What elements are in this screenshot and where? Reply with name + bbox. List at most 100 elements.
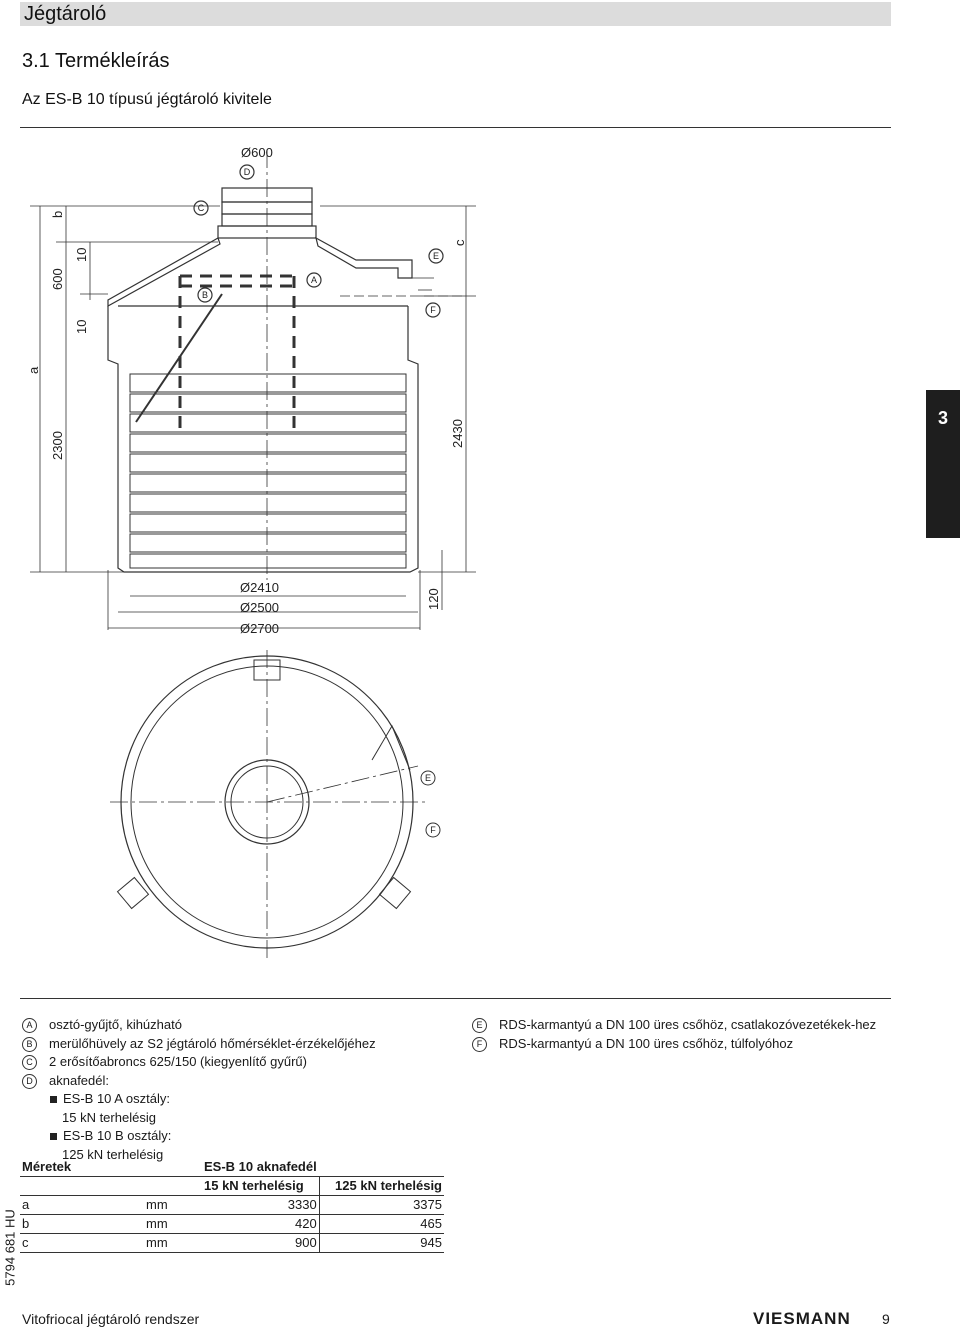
row-name: a [22,1197,30,1212]
divider-legend [20,998,891,999]
plan-callout-e: E [425,773,431,783]
plan-callout-f: F [430,825,436,835]
callout-d: D [244,167,251,177]
callout-b: B [202,290,208,300]
legend-text: RDS-karmantyú a DN 100 üres csőhöz, túlf… [499,1035,794,1051]
legend-text: aknafedél: [49,1072,109,1088]
legend-item-c: C 2 erősítőabroncs 625/150 (kiegyenlítő … [22,1053,462,1072]
divider-top [20,127,891,128]
row-value-2: 465 [420,1216,442,1231]
row-unit: mm [146,1197,168,1212]
plan-view [110,650,441,960]
legend-text: 2 erősítőabroncs 625/150 (kiegyenlítő gy… [49,1054,307,1069]
callout-a: A [311,275,317,285]
drawing-labels: Ø600 Ø2410 Ø2500 Ø2700 2300 2430 600 10 … [26,145,467,636]
table-row: a mm 3330 3375 [20,1195,444,1215]
legend-item-b: B merülőhüvely az S2 jégtároló hőmérsékl… [22,1035,462,1054]
col-dim-header: Méretek [22,1159,72,1174]
plan-lug-top [253,659,281,681]
row-value-1: 420 [198,1214,320,1234]
table-subheader-row: 15 kN terhelésig 125 kN terhelésig [20,1176,444,1196]
row-value-2: 3375 [413,1197,442,1212]
table-header-row: Méretek ES-B 10 aknafedél [20,1158,444,1177]
legend-sub-label: ES-B 10 A osztály: [63,1091,170,1106]
legend-left: A osztó-gyűjtő, kihúzható B merülőhüvely… [22,1016,462,1164]
dim-10-top: 10 [74,248,89,262]
plan-callouts: E F [425,773,436,835]
plan-outlet-e [371,724,411,771]
dimension-lines [30,205,476,630]
page-header-title: Jégtároló [24,3,107,25]
dim-2430: 2430 [450,419,465,448]
row-value-1: 3330 [198,1195,320,1215]
sensor-sleeve [135,293,223,423]
legend-sub-detail: 15 kN terhelésig [62,1109,156,1125]
col-group-header: ES-B 10 aknafedél [204,1159,317,1174]
callout-f: F [430,305,436,315]
plan-lug-right [378,876,412,910]
brand-logo: VIESMANN [753,1309,851,1328]
row-unit: mm [146,1216,168,1231]
dim-120: 120 [426,588,441,610]
legend-letter: B [22,1036,37,1052]
callout-letters: C D B A E F [198,167,439,315]
section-subtitle: Az ES-B 10 típusú jégtároló kivitele [22,91,272,108]
col2-header: 125 kN terhelésig [319,1176,444,1196]
dim-d2700: Ø2700 [240,621,279,636]
legend-sub-detail: 125 kN terhelésig [62,1146,164,1162]
legend-letter: C [22,1055,37,1070]
callout-c: C [198,203,205,213]
table-row: c mm 900 945 [20,1233,444,1253]
cone-right [315,236,413,279]
page-number: 9 [882,1311,890,1327]
legend-letter: D [22,1073,37,1089]
dim-d2500: Ø2500 [240,600,279,615]
col1-header: 15 kN terhelésig [198,1176,320,1196]
legend-sub-label: ES-B 10 B osztály: [63,1128,172,1143]
bullet-square-icon [50,1132,57,1140]
row-name: c [22,1235,29,1250]
empty-cell [144,1176,198,1196]
dim-label-a: a [26,366,41,374]
row-unit: mm [146,1235,168,1250]
legend-letter: F [472,1036,487,1052]
table-row: b mm 420 465 [20,1214,444,1234]
legend-letter: A [22,1018,37,1033]
legend-sub-class-b: ES-B 10 B osztály: [22,1127,462,1146]
dimensions-table: Méretek ES-B 10 aknafedél 15 kN terhelés… [20,1158,444,1253]
dim-label-c: c [452,239,467,246]
legend-sub-class-a: ES-B 10 A osztály: [22,1090,462,1109]
header-bar [20,2,891,26]
section-title: 3.1 Termékleírás [22,50,170,72]
dim-600: 600 [50,268,65,290]
dim-10-bottom: 10 [74,320,89,334]
legend-item-a: A osztó-gyűjtő, kihúzható [22,1016,462,1035]
plan-centre-diagonal [266,765,419,803]
dim-d600: Ø600 [241,145,273,160]
callout-e: E [433,251,439,261]
legend-text: merülőhüvely az S2 jégtároló hőmérséklet… [49,1035,376,1051]
legend-item-f: F RDS-karmantyú a DN 100 üres csőhöz, tú… [472,1035,892,1054]
empty-cell [20,1176,144,1196]
document-number: 5794 681 HU [2,1209,18,1286]
legend-text: osztó-gyűjtő, kihúzható [49,1017,182,1032]
legend-item-e: E RDS-karmantyú a DN 100 üres csőhöz, cs… [472,1016,892,1035]
legend-letter: E [472,1018,487,1033]
row-value-2: 945 [420,1235,442,1250]
legend-item-d: D aknafedél: [22,1072,462,1091]
row-name: b [22,1216,30,1231]
chapter-tab: 3 [926,390,960,538]
row-value-1: 900 [198,1233,320,1253]
bullet-square-icon [50,1095,57,1103]
plan-lug-left [116,876,150,910]
dim-label-b: b [50,211,65,218]
dim-2300: 2300 [50,431,65,460]
inner-ribs [129,373,407,569]
side-view [30,150,476,630]
dim-d2410: Ø2410 [240,580,279,595]
footer-title: Vitofriocal jégtároló rendszer [22,1311,200,1327]
legend-text: RDS-karmantyú a DN 100 üres csőhöz, csat… [499,1017,877,1032]
col-unit-header [144,1158,198,1177]
legend-right: E RDS-karmantyú a DN 100 üres csőhöz, cs… [472,1016,892,1053]
technical-drawing: Ø600 Ø2410 Ø2500 Ø2700 2300 2430 600 10 … [26,145,476,960]
